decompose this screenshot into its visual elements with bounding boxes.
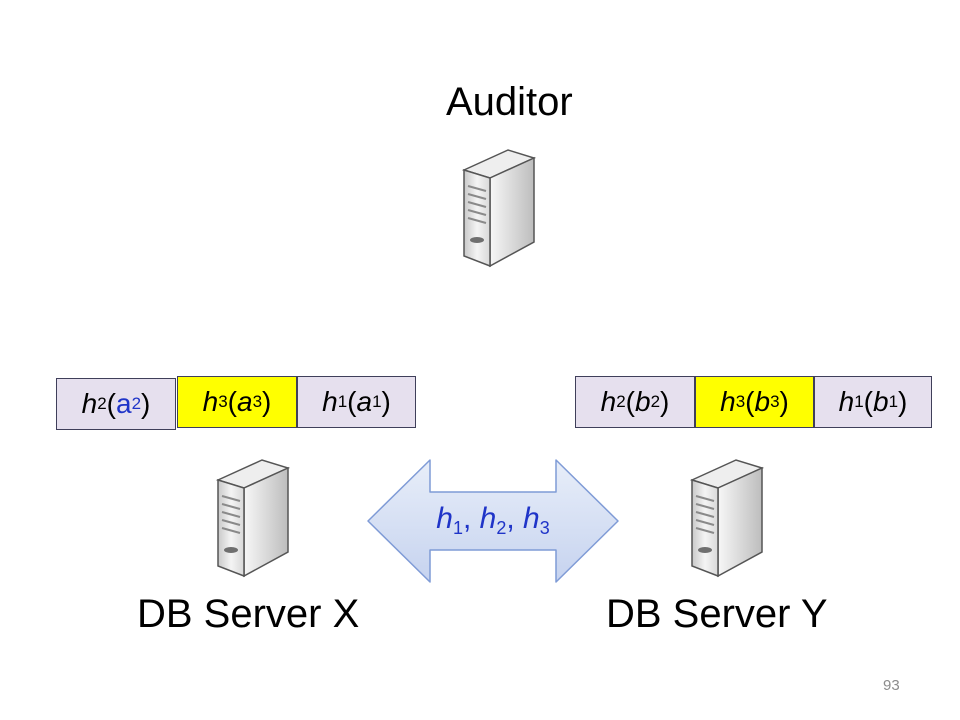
- db-server-x-icon: [217, 459, 289, 577]
- auditor-server-icon: [463, 149, 535, 267]
- double-arrow-icon: [367, 459, 619, 583]
- db-server-y-icon: [691, 459, 763, 577]
- hash-function: h: [202, 386, 219, 417]
- hash-function: h: [81, 388, 98, 419]
- hash-function: h: [479, 502, 497, 535]
- shared-hash-functions-label: h1, h2, h3: [366, 502, 620, 538]
- separator: ,: [506, 502, 524, 535]
- hash-function: h: [600, 386, 617, 417]
- hash-argument: b: [754, 386, 771, 417]
- hash-argument: a: [237, 386, 253, 417]
- hash-argument: b: [635, 386, 651, 417]
- page-number: 93: [883, 677, 900, 694]
- hash-function-index: 3: [539, 518, 550, 538]
- hash-function: h: [322, 386, 338, 417]
- auditor-label: Auditor: [446, 80, 573, 124]
- hash-argument: a: [116, 388, 132, 419]
- hash-function-index: 1: [452, 518, 463, 538]
- hash-function: h: [720, 386, 736, 417]
- hash-function: h: [436, 502, 453, 535]
- hash-function: h: [523, 502, 540, 535]
- db-server-y-label: DB Server Y: [606, 592, 828, 636]
- hash-function-index: 2: [496, 518, 507, 538]
- db-server-x-label: DB Server X: [137, 592, 360, 636]
- hash-argument: a: [356, 386, 373, 417]
- separator: ,: [462, 502, 480, 535]
- hash-function: h: [838, 386, 855, 417]
- hash-argument: b: [873, 386, 889, 417]
